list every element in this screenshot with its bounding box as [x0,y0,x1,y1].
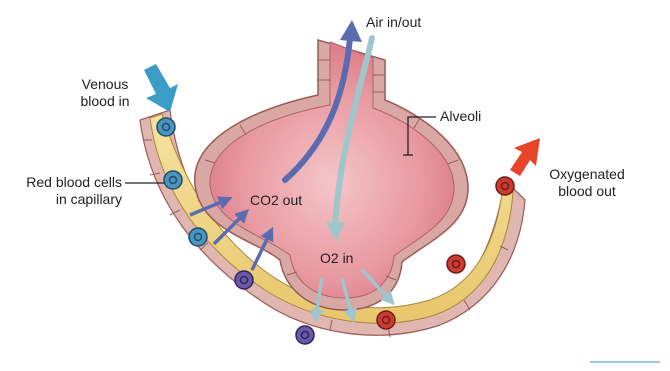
venous-label-line1: Venous [66,76,144,93]
blood-cell-blue [164,171,182,189]
blood-cell-blue [189,228,207,246]
oxygenated-out-arrow [510,138,540,176]
venous-label: Venous blood in [66,76,144,110]
alveoli-label: Alveoli [440,108,481,125]
air-label: Air in/out [366,14,421,31]
rbc-label-line2: in capillary [6,191,122,208]
rbc-label-line1: Red blood cells [6,174,122,191]
venous-label-line2: blood in [66,93,144,110]
blood-cell-blue [157,118,175,136]
air-out-arrowhead [340,20,362,42]
blood-cell-red [447,255,465,273]
venous-in-arrow [144,64,178,112]
o2-label: O2 in [320,250,353,267]
blood-cell-purple [235,271,253,289]
rbc-label: Red blood cells in capillary [6,174,122,208]
oxygenated-label-line1: Oxygenated [540,166,634,183]
blood-cell-red [496,177,514,195]
blood-cell-purple [296,326,314,344]
oxygenated-label-line2: blood out [540,183,634,200]
co2-label: CO2 out [250,192,302,209]
oxygenated-label: Oxygenated blood out [540,166,634,200]
blood-cell-red [377,311,395,329]
